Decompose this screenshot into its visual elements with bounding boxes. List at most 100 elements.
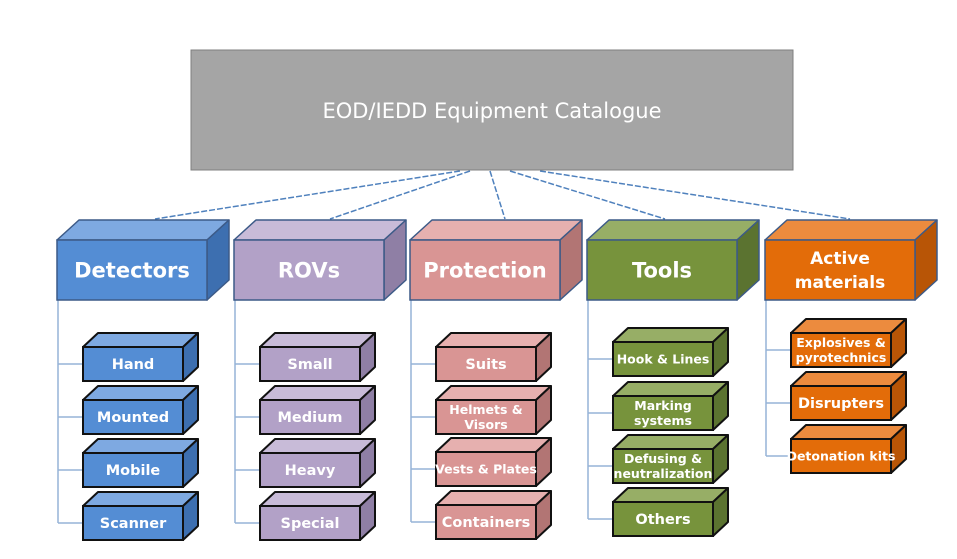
child-containers[interactable]: Containers — [435, 490, 552, 540]
root-node[interactable]: EOD/IEDD Equipment Catalogue — [190, 49, 794, 171]
child-box-front-face — [612, 448, 714, 484]
child-box-front-face — [259, 452, 361, 488]
child-box-top-face — [435, 332, 552, 348]
category-label: Tools — [632, 259, 692, 283]
child-disrupters[interactable]: Disrupters — [790, 371, 907, 421]
child-mounted[interactable]: Mounted — [82, 385, 199, 435]
child-defusing-and-neutralization[interactable]: Defusing &neutralization — [612, 434, 729, 484]
child-others[interactable]: Others — [612, 487, 729, 537]
root-title: EOD/IEDD Equipment Catalogue — [322, 99, 661, 123]
child-box-front-face — [612, 501, 714, 537]
child-box-front-face — [82, 346, 184, 382]
connector-root-to-protection — [489, 170, 506, 220]
child-label: Marking — [634, 398, 691, 413]
child-label: Vests & Plates — [435, 462, 537, 477]
child-box — [82, 438, 199, 488]
connector-root-to-detectors — [154, 170, 461, 220]
child-box — [612, 327, 729, 377]
root-box — [190, 49, 794, 171]
category-tools[interactable]: Tools — [586, 219, 760, 301]
connector-root-to-rovs — [329, 170, 471, 220]
child-box-top-face — [612, 487, 729, 503]
child-suits[interactable]: Suits — [435, 332, 552, 382]
child-box-top-face — [259, 438, 376, 454]
child-box-top-face — [435, 437, 552, 453]
child-box-top-face — [612, 381, 729, 397]
child-vests-and-plates[interactable]: Vests & Plates — [435, 437, 552, 487]
child-box-top-face — [259, 491, 376, 507]
child-tree-lines — [57, 300, 791, 524]
connector-root-to-tools — [509, 170, 666, 220]
child-box — [790, 424, 907, 474]
child-box-front-face — [612, 395, 714, 431]
child-box-top-face — [790, 371, 907, 387]
category-rovs[interactable]: ROVs — [233, 219, 407, 301]
child-label: neutralization — [614, 466, 713, 481]
child-detonation-kits[interactable]: Detonation kits — [787, 424, 907, 474]
child-box-top-face — [82, 385, 199, 401]
child-box — [612, 381, 729, 431]
child-label: Explosives & — [796, 335, 886, 350]
child-box-front-face — [259, 505, 361, 541]
child-label: Hook & Lines — [617, 352, 710, 367]
category-label: materials — [795, 273, 885, 293]
child-scanner[interactable]: Scanner — [82, 491, 199, 541]
child-box-front-face — [612, 341, 714, 377]
category-detectors[interactable]: Detectors — [56, 219, 230, 301]
child-medium[interactable]: Medium — [259, 385, 376, 435]
child-box-top-face — [82, 332, 199, 348]
child-label: Scanner — [100, 516, 167, 532]
child-heavy[interactable]: Heavy — [259, 438, 376, 488]
child-label: Mounted — [97, 410, 169, 426]
child-box — [612, 487, 729, 537]
child-label: Detonation kits — [787, 449, 896, 464]
category-label: Active — [810, 249, 870, 269]
child-box-top-face — [790, 318, 907, 334]
connector-root-to-active-materials — [539, 170, 851, 220]
child-helmets-and-visors[interactable]: Helmets &Visors — [435, 385, 552, 435]
category-box — [764, 219, 938, 301]
child-label: pyrotechnics — [796, 350, 887, 365]
child-box — [82, 332, 199, 382]
child-mobile[interactable]: Mobile — [82, 438, 199, 488]
category-box-front-face — [764, 239, 916, 301]
child-box — [790, 318, 907, 368]
child-hand[interactable]: Hand — [82, 332, 199, 382]
category-box — [586, 219, 760, 301]
child-box-front-face — [259, 399, 361, 435]
child-label: Containers — [442, 515, 531, 531]
child-box — [82, 491, 199, 541]
child-box — [435, 385, 552, 435]
child-special[interactable]: Special — [259, 491, 376, 541]
child-label: Others — [635, 512, 690, 528]
child-box-top-face — [790, 424, 907, 440]
child-box-front-face — [790, 438, 892, 474]
child-explosives-and-pyrotechnics[interactable]: Explosives &pyrotechnics — [790, 318, 907, 368]
child-box — [259, 385, 376, 435]
child-small[interactable]: Small — [259, 332, 376, 382]
category-box-top-face — [586, 219, 760, 241]
child-box — [790, 371, 907, 421]
category-box-front-face — [586, 239, 738, 301]
child-hook-and-lines[interactable]: Hook & Lines — [612, 327, 729, 377]
child-box — [259, 438, 376, 488]
child-label: Defusing & — [624, 451, 702, 466]
category-box-front-face — [233, 239, 385, 301]
child-box-front-face — [259, 346, 361, 382]
child-box-top-face — [435, 385, 552, 401]
child-box — [435, 437, 552, 487]
child-box — [435, 332, 552, 382]
child-box-front-face — [790, 332, 892, 368]
child-box-top-face — [259, 385, 376, 401]
child-box-front-face — [82, 452, 184, 488]
category-box-top-face — [233, 219, 407, 241]
category-active-materials[interactable]: Active materials — [764, 219, 938, 301]
category-protection[interactable]: Protection — [409, 219, 583, 301]
child-box-front-face — [82, 505, 184, 541]
child-label: Helmets & — [449, 402, 522, 417]
child-label: Hand — [112, 357, 155, 373]
child-box-top-face — [82, 491, 199, 507]
